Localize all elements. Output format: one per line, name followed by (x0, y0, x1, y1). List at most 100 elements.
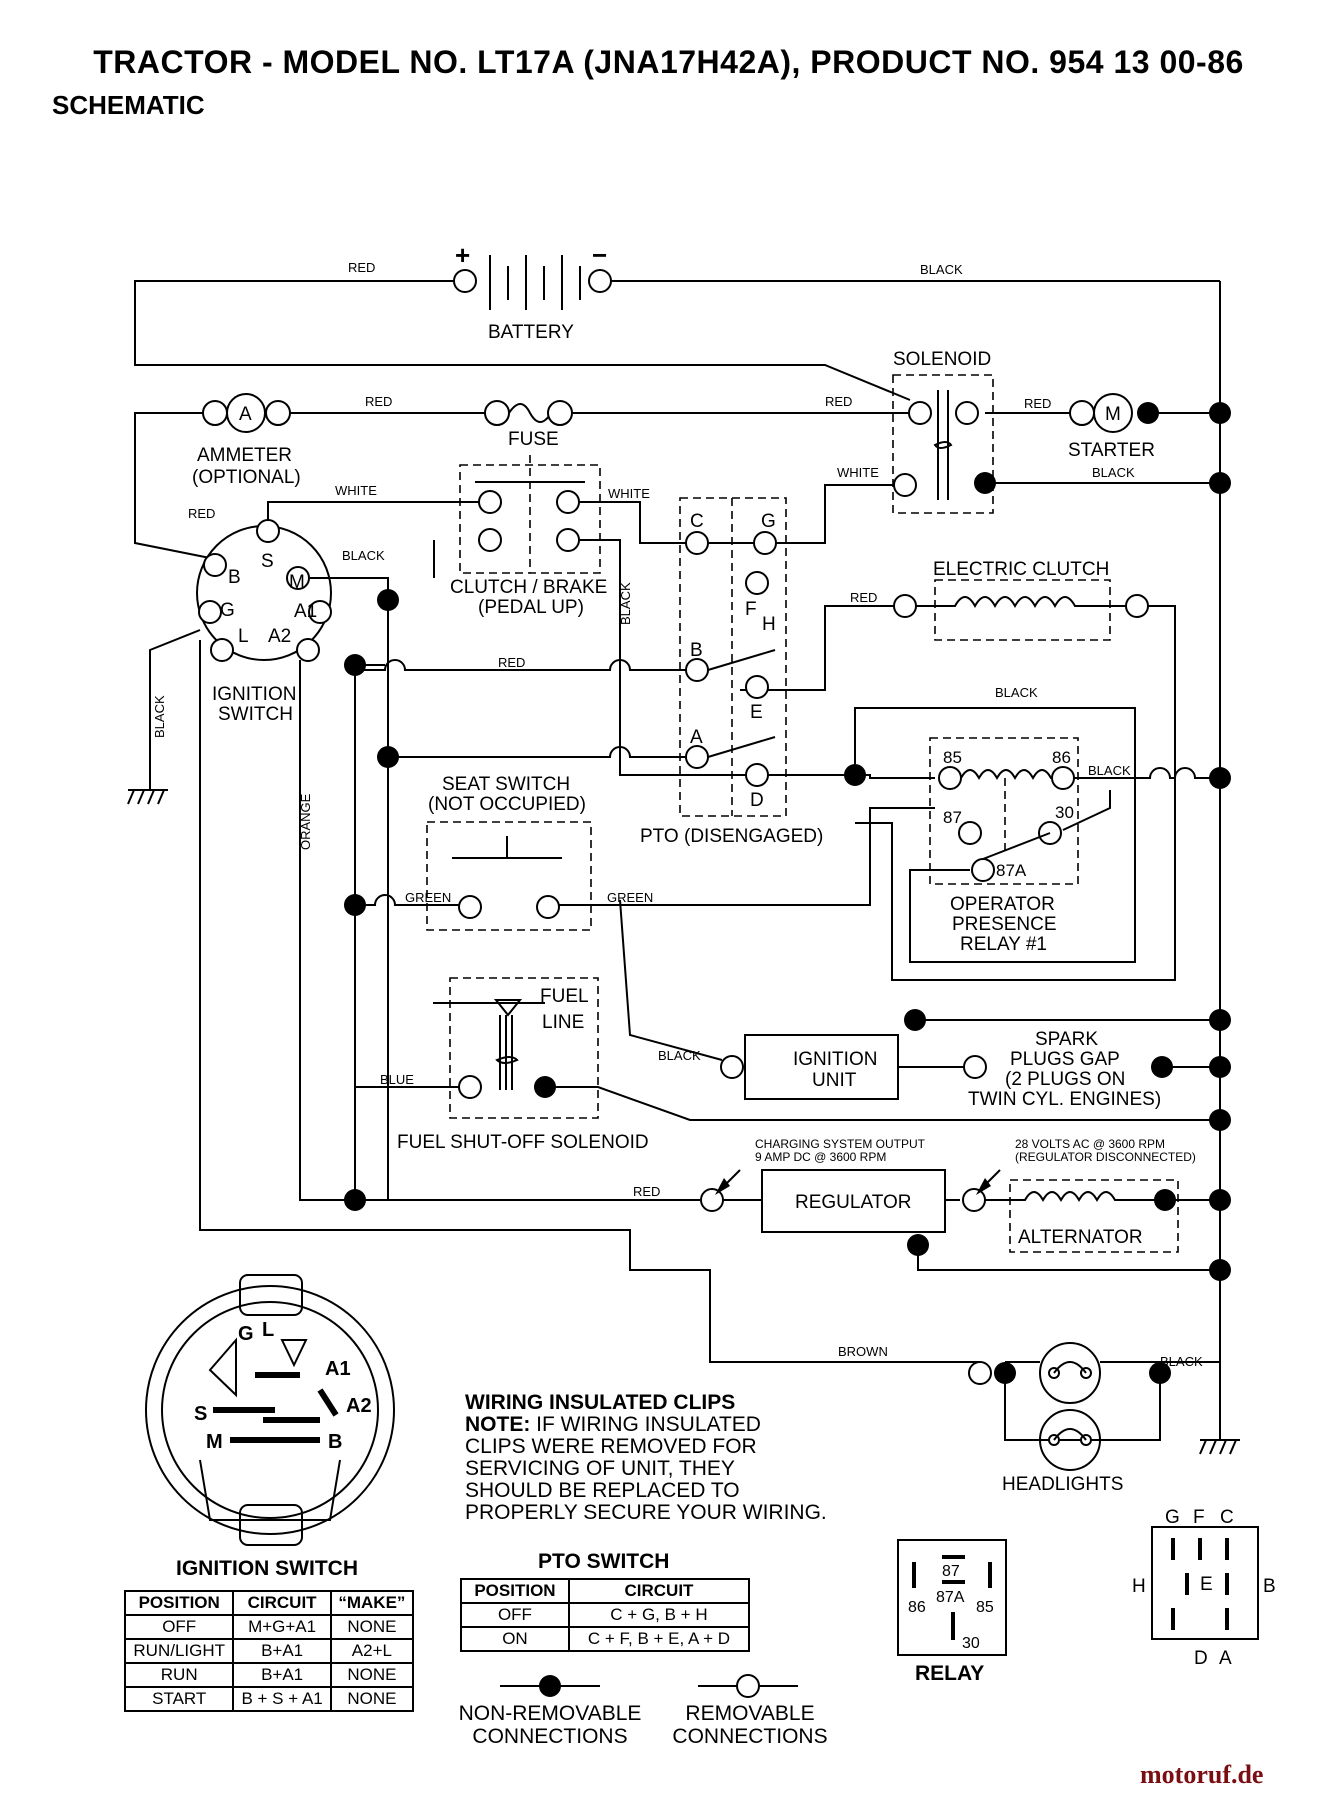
cell: RUN (123, 1662, 235, 1688)
relay-b-85: 85 (976, 1599, 994, 1616)
ammeter-symbol: A (239, 404, 252, 425)
ign-terminal-g: G (220, 600, 235, 621)
wire-blue-1: BLUE (380, 1072, 414, 1087)
fuse: FUSE (484, 400, 573, 450)
spark-label-1: SPARK (1035, 1029, 1098, 1050)
alternator: ALTERNATOR (985, 1179, 1179, 1253)
operator-presence-relay: 85 86 87 30 87A OPERATOR PRESENCE RELAY … (929, 737, 1079, 955)
note-line: PROPERLY SECURE YOUR WIRING. (465, 1501, 827, 1524)
watermark-logo: motoruf.de (1140, 1760, 1264, 1789)
page-subtitle: SCHEMATIC (52, 90, 205, 120)
ignition-switch-face: G L A1 A2 S M B (145, 1274, 395, 1546)
ignition-switch-label: IGNITION (212, 684, 296, 705)
legend-non-removable-1: NON-REMOVABLE (458, 1702, 642, 1725)
relay-label-1: OPERATOR (950, 894, 1055, 915)
ignition-switch: B S M G A1 L A2 IGNITION SWITCH (196, 519, 332, 725)
wire-red-3: RED (825, 394, 852, 409)
cell: NONE (329, 1686, 415, 1712)
cell: C + F, B + E, A + D (567, 1626, 751, 1652)
wire-green-1: GREEN (405, 890, 451, 905)
table-row: RUN B+A1 NONE (123, 1662, 415, 1688)
pto-switch-table: POSITION CIRCUIT OFF C + G, B + H ON C +… (460, 1578, 751, 1652)
note-line: CLIPS WERE REMOVED FOR (465, 1435, 757, 1458)
wire-orange-1: ORANGE (298, 793, 313, 850)
spark-label-4: TWIN CYL. ENGINES) (968, 1089, 1161, 1110)
relay-87: 87 (943, 808, 962, 827)
table-row: OFF C + G, B + H (460, 1602, 751, 1628)
cell: NONE (329, 1662, 415, 1688)
relay-85: 85 (943, 748, 962, 767)
pto-terminal-d: D (750, 790, 764, 811)
spark-label-3: (2 PLUGS ON (1005, 1069, 1125, 1090)
wire-black-6: BLACK (658, 1048, 701, 1063)
relay-b-87: 87 (942, 1563, 960, 1580)
relay-b-87a: 87A (936, 1589, 965, 1606)
ign-terminal-m: M (289, 572, 305, 593)
wire-red-5: RED (188, 506, 215, 521)
ignition-unit-label: IGNITION (793, 1049, 877, 1070)
legend-symbols (500, 1674, 798, 1698)
conn-g: G (1165, 1507, 1180, 1528)
ammeter-optional: (OPTIONAL) (192, 467, 301, 488)
ign-terminal-a2: A2 (268, 626, 291, 647)
ammeter-label: AMMETER (197, 445, 292, 466)
pto-terminal-e: E (750, 702, 763, 723)
legend-removable-1: REMOVABLE (685, 1702, 815, 1725)
relay-b-86: 86 (908, 1599, 926, 1616)
wire-red-2: RED (365, 394, 392, 409)
wire-black-4: BLACK (995, 685, 1038, 700)
ign-terminal-l: L (238, 626, 249, 647)
seat-switch-state: (NOT OCCUPIED) (428, 794, 586, 815)
fuse-label: FUSE (508, 429, 559, 450)
relay-label-3: RELAY #1 (960, 934, 1047, 955)
fuel-solenoid: FUEL LINE FUEL SHUT-OFF SOLENOID (397, 977, 649, 1153)
conn-f: F (1193, 1507, 1205, 1528)
table-header-row: POSITION CIRCUIT “MAKE” (123, 1590, 415, 1616)
cell: ON (460, 1626, 570, 1652)
legend-non-removable: NON-REMOVABLE CONNECTIONS (450, 1702, 650, 1748)
cell: B+A1 (232, 1662, 332, 1688)
col-position: POSITION (123, 1590, 235, 1616)
relay-b-30: 30 (962, 1635, 980, 1652)
fuel-solenoid-label: FUEL SHUT-OFF SOLENOID (397, 1132, 649, 1153)
conn-h: H (1132, 1576, 1146, 1597)
pto-label: PTO (DISENGAGED) (640, 826, 823, 847)
note-line: SHOULD BE REPLACED TO (465, 1479, 740, 1502)
fuel-line-label: FUEL (540, 986, 589, 1007)
conn-b: B (1263, 1576, 1276, 1597)
ignition-switch-label-2: SWITCH (218, 704, 293, 725)
cell: C + G, B + H (567, 1602, 751, 1628)
solenoid: SOLENOID (892, 349, 996, 514)
starter: M STARTER (1068, 393, 1231, 494)
relay-diagram: 87 86 87A 85 30 RELAY (897, 1539, 1007, 1685)
relay-86: 86 (1052, 748, 1071, 767)
seat-switch: SEAT SWITCH (NOT OCCUPIED) (426, 774, 592, 931)
pto-terminal-h: H (762, 614, 776, 635)
wire-brown-1: BROWN (838, 1344, 888, 1359)
starter-label: STARTER (1068, 440, 1155, 461)
battery-minus: − (592, 240, 607, 270)
table-row: OFF M+G+A1 NONE (123, 1614, 415, 1640)
wire-green-2: GREEN (607, 890, 653, 905)
battery-plus: + (455, 240, 470, 270)
regulator-label: REGULATOR (795, 1192, 912, 1213)
legend-non-removable-2: CONNECTIONS (472, 1725, 628, 1748)
ground-right (1199, 1439, 1240, 1455)
electric-clutch: ELECTRIC CLUTCH (893, 559, 1149, 641)
note-line: SERVICING OF UNIT, THEY (465, 1457, 735, 1480)
face-m: M (206, 1431, 223, 1453)
wire-labels: RED BLACK RED RED RED BLACK RED WHITE WH… (152, 260, 1203, 1369)
solenoid-label: SOLENOID (893, 349, 991, 370)
cell: OFF (460, 1602, 570, 1628)
pto-connector: G F C H E B D A (1132, 1507, 1276, 1669)
pto-terminal-c: C (690, 511, 704, 532)
note-first-line: NOTE: IF WIRING INSULATED (465, 1414, 827, 1436)
col-circuit: CIRCUIT (232, 1590, 332, 1616)
col-make: “MAKE” (329, 1590, 415, 1616)
relay-diagram-label: RELAY (915, 1662, 984, 1685)
face-l: L (262, 1319, 274, 1341)
table-header-row: POSITION CIRCUIT (460, 1578, 751, 1604)
face-s: S (194, 1403, 207, 1425)
starter-symbol: M (1105, 404, 1121, 425)
